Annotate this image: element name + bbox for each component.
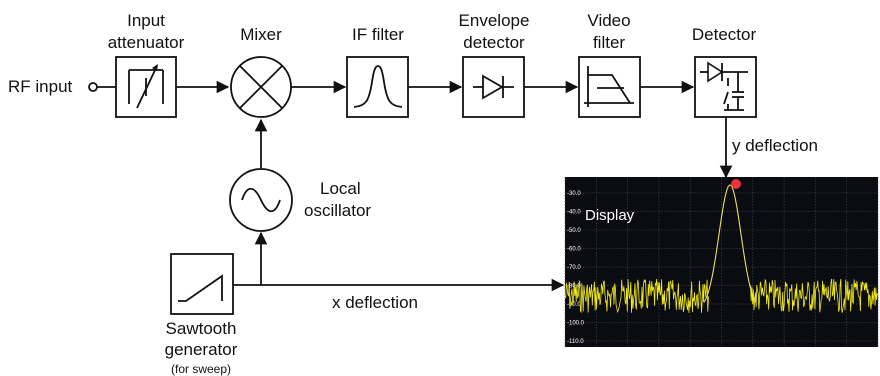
display-label: Display bbox=[585, 207, 635, 224]
video-filter-label-line2: filter bbox=[593, 33, 625, 52]
rf-input-label: RF input bbox=[8, 77, 73, 96]
y-deflection-label: y deflection bbox=[732, 136, 818, 155]
sawtooth-note: (for sweep) bbox=[171, 362, 231, 376]
attenuator-arrow-icon bbox=[152, 64, 158, 71]
y-tick-label: -50.0 bbox=[567, 228, 581, 234]
y-tick-label: -60.0 bbox=[567, 247, 581, 253]
video-filter-label-line1: Video bbox=[587, 11, 630, 30]
envelope-detector-block bbox=[462, 56, 525, 118]
display-screen: -30.0-40.0-50.0-60.0-70.0-80.0-90.0-100.… bbox=[564, 177, 879, 347]
attenuator-label-line1: Input bbox=[127, 11, 165, 30]
noise-floor-trace bbox=[564, 278, 879, 314]
envelope-label-line1: Envelope bbox=[459, 11, 530, 30]
video-filter-block bbox=[578, 56, 641, 118]
rf-input-terminal bbox=[88, 82, 98, 92]
detector-block bbox=[694, 56, 757, 118]
mixer-label: Mixer bbox=[240, 25, 282, 44]
y-tick-label: -70.0 bbox=[567, 265, 581, 271]
bandpass-icon bbox=[353, 65, 403, 108]
local-oscillator-label-line2: oscillator bbox=[304, 201, 371, 220]
envelope-label-line2: detector bbox=[463, 33, 525, 52]
signal-peak-trace bbox=[703, 184, 757, 303]
attenuator-label-line2: attenuator bbox=[108, 33, 185, 52]
attenuator-block bbox=[115, 56, 177, 118]
ramp-icon bbox=[178, 274, 223, 302]
local-oscillator-block bbox=[229, 168, 293, 232]
lowpass-icon bbox=[584, 66, 634, 107]
y-tick-label: -40.0 bbox=[567, 210, 581, 216]
y-tick-label: -110.0 bbox=[567, 339, 584, 345]
local-oscillator-label-line1: Local bbox=[320, 179, 361, 198]
sine-wave-icon bbox=[241, 187, 281, 213]
sawtooth-label-line1: Sawtooth bbox=[166, 319, 237, 338]
y-tick-label: -30.0 bbox=[567, 191, 581, 197]
y-tick-label: -90.0 bbox=[567, 302, 581, 308]
diode-icon bbox=[473, 74, 514, 100]
y-tick-label: -100.0 bbox=[567, 321, 585, 327]
detector-label: Detector bbox=[692, 25, 757, 44]
mixer-block bbox=[230, 56, 292, 118]
if-filter-label: IF filter bbox=[352, 25, 404, 44]
peak-marker-icon bbox=[731, 179, 741, 189]
peak-detector-icon bbox=[700, 61, 748, 111]
x-deflection-label: x deflection bbox=[332, 293, 418, 312]
display-grid bbox=[564, 177, 879, 347]
sawtooth-generator-block bbox=[170, 253, 234, 315]
sawtooth-label-line2: generator bbox=[165, 340, 238, 359]
if-filter-block bbox=[346, 56, 409, 118]
